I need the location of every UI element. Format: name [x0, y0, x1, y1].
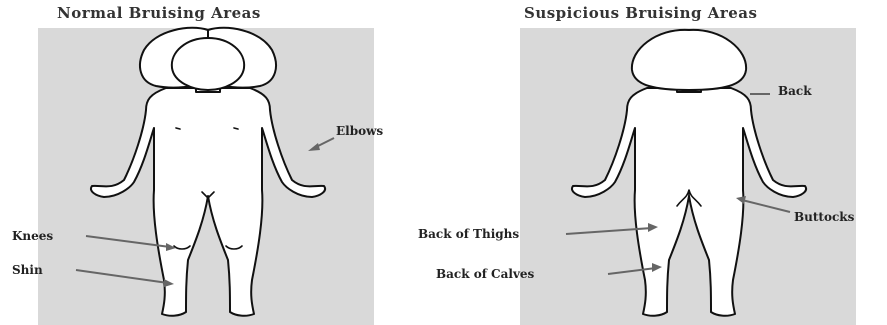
shin-label: Shin — [12, 263, 43, 277]
buttocks-label: Buttocks — [794, 210, 855, 224]
back-of-thighs-label: Back of Thighs — [418, 227, 519, 241]
knees-label: Knees — [12, 229, 53, 243]
back-label: Back — [778, 84, 812, 98]
elbows-label: Elbows — [336, 124, 383, 138]
back-of-calves-label: Back of Calves — [436, 267, 535, 281]
